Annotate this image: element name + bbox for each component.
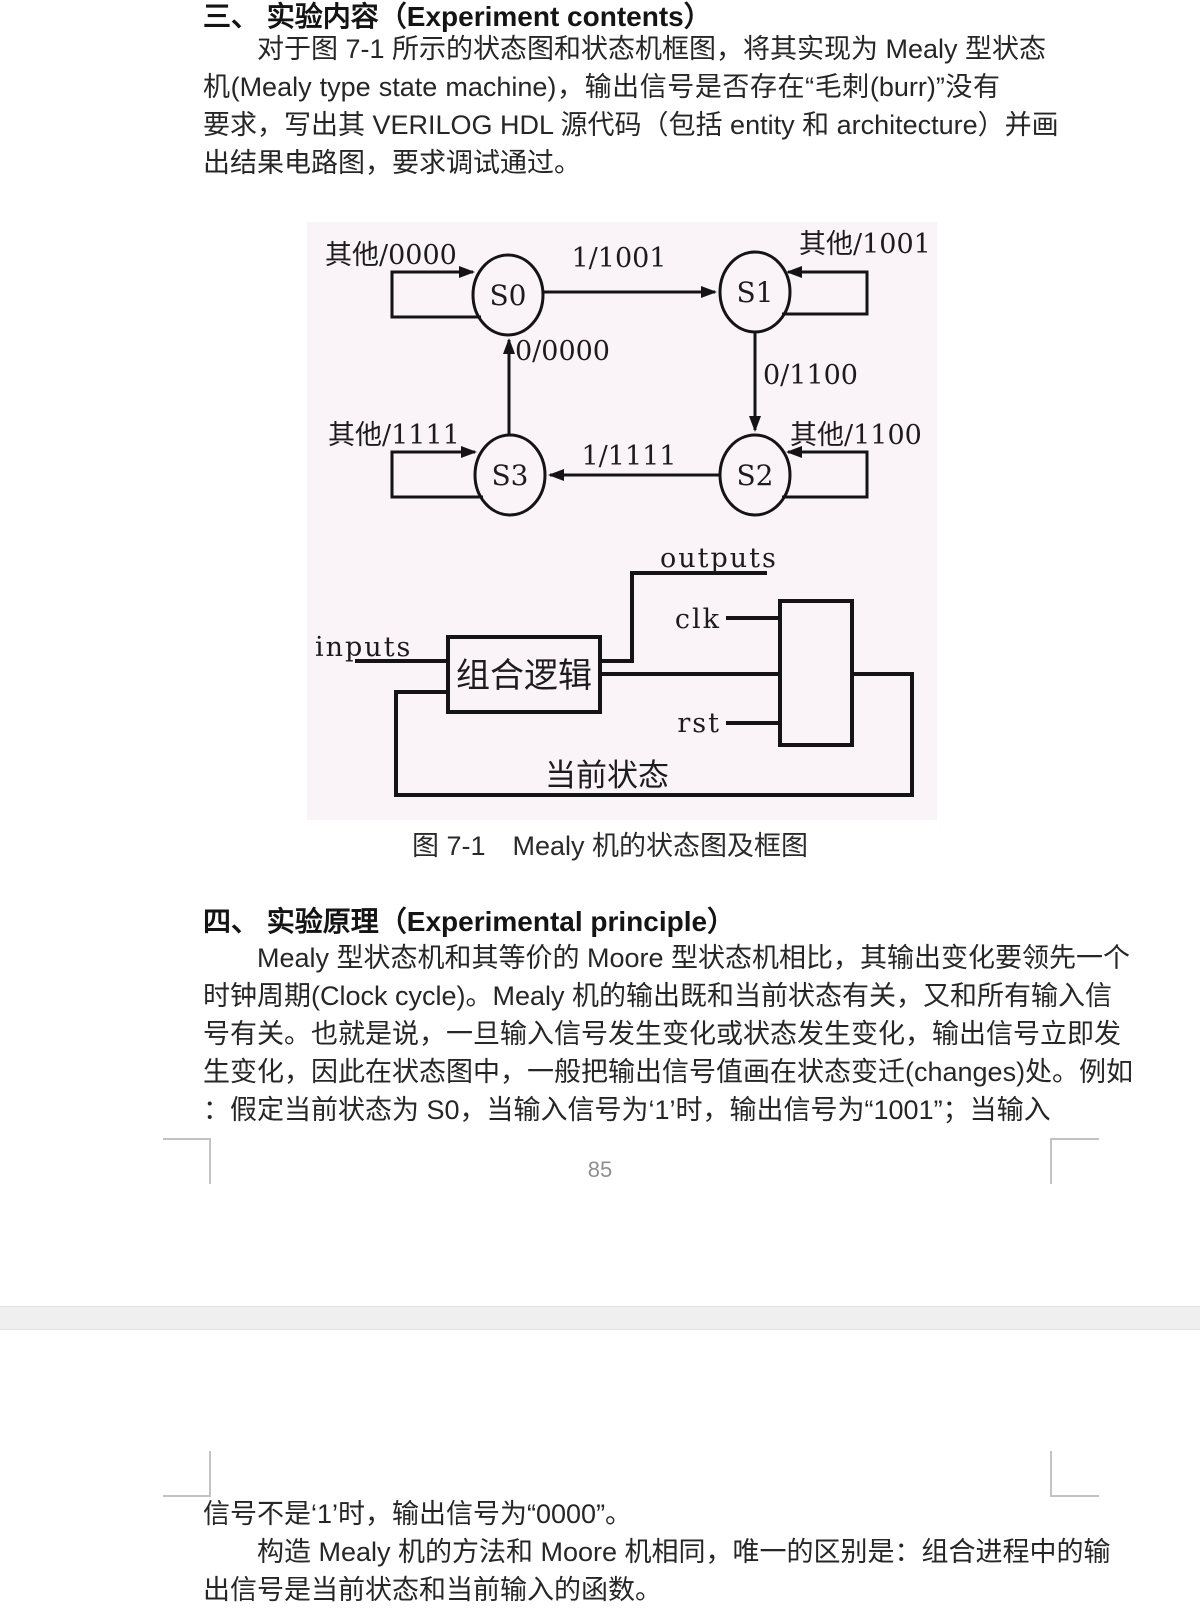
feedback-wire [394, 672, 914, 797]
register-box [778, 599, 854, 747]
transition-label-s0-s1: 1/1001 [572, 243, 667, 274]
loop-label-s0: 其他/0000 [325, 240, 457, 271]
combinational-logic-label: 组合逻辑 [456, 656, 592, 696]
block-diagram: inputs outputs clk rst 组合逻辑 当前状态 [315, 543, 914, 797]
margin-mark-bottom-left [163, 1138, 211, 1184]
section-4-heading: 四、 实验原理（Experimental principle） [203, 906, 736, 937]
clk-label: clk [675, 604, 721, 635]
body-line: 出结果电路图，要求调试通过。 [203, 148, 581, 178]
current-state-label: 当前状态 [545, 758, 669, 794]
state-diagram: S0 S1 S2 S3 其他/0000 其他/1001 其他/1100 其他/1… [325, 229, 931, 517]
loop-label-s1: 其他/1001 [799, 229, 931, 260]
outputs-wire [600, 571, 767, 663]
body-line: 时钟周期(Clock cycle)。Mealy 机的输出既和当前状态有关，又和所… [203, 981, 1113, 1011]
figure-caption: 图 7-1 Mealy 机的状态图及框图 [411, 831, 809, 861]
self-loop-s2 [782, 446, 869, 499]
loop-label-s3: 其他/1111 [328, 420, 460, 451]
transition-label-s3-s0: 0/0000 [515, 336, 610, 367]
body-line: 要求，写出其 VERILOG HDL 源代码（包括 entity 和 archi… [203, 110, 1059, 140]
state-label-s3: S3 [492, 459, 529, 492]
self-loop-s0 [390, 266, 481, 319]
inputs-label: inputs [315, 632, 412, 663]
body-line: 号有关。也就是说，一旦输入信号发生变化或状态发生变化，输出信号立即发 [203, 1019, 1121, 1049]
state-circle-s0 [471, 253, 545, 337]
loop-label-s2: 其他/1100 [790, 420, 922, 451]
body-line: 生变化，因此在状态图中，一般把输出信号值画在状态变迁(changes)处。例如 [203, 1057, 1134, 1087]
state-label-s0: S0 [490, 279, 527, 312]
state-label-s1: S1 [737, 276, 774, 309]
section-3-heading: 三、 实验内容（Experiment contents） [203, 1, 712, 32]
body-line: Mealy 型状态机和其等价的 Moore 型状态机相比，其输出变化要领先一个 [257, 943, 1131, 973]
figure-7-1: S0 S1 S2 S3 其他/0000 其他/1001 其他/1100 其他/1… [307, 222, 937, 820]
page-break-separator [0, 1306, 1200, 1330]
body-line: 对于图 7-1 所示的状态图和状态机框图，将其实现为 Mealy 型状态 [257, 34, 1047, 64]
page-number: 85 [587, 1157, 613, 1182]
state-label-s2: S2 [737, 459, 774, 492]
body-line: ：假定当前状态为 S0，当输入信号为‘1’时，输出信号为“1001”；当输入 [203, 1095, 1051, 1125]
self-loop-s3 [390, 446, 483, 499]
transition-label-s2-s3: 1/1111 [582, 441, 677, 472]
margin-mark-top-right [1050, 1451, 1099, 1497]
margin-mark-bottom-right [1050, 1138, 1099, 1184]
outputs-label: outputs [660, 543, 778, 574]
body-line: 构造 Mealy 机的方法和 Moore 机相同，唯一的区别是：组合进程中的输 [257, 1537, 1111, 1567]
rst-label: rst [677, 708, 721, 739]
transition-label-s1-s2: 0/1100 [763, 360, 858, 391]
body-line: 出信号是当前状态和当前输入的函数。 [203, 1575, 662, 1605]
body-line: 信号不是‘1’时，输出信号为“0000”。 [203, 1499, 633, 1529]
self-loop-s1 [782, 266, 869, 316]
body-line: 机(Mealy type state machine)，输出信号是否存在“毛刺(… [203, 72, 1000, 102]
margin-mark-top-left [163, 1451, 211, 1497]
